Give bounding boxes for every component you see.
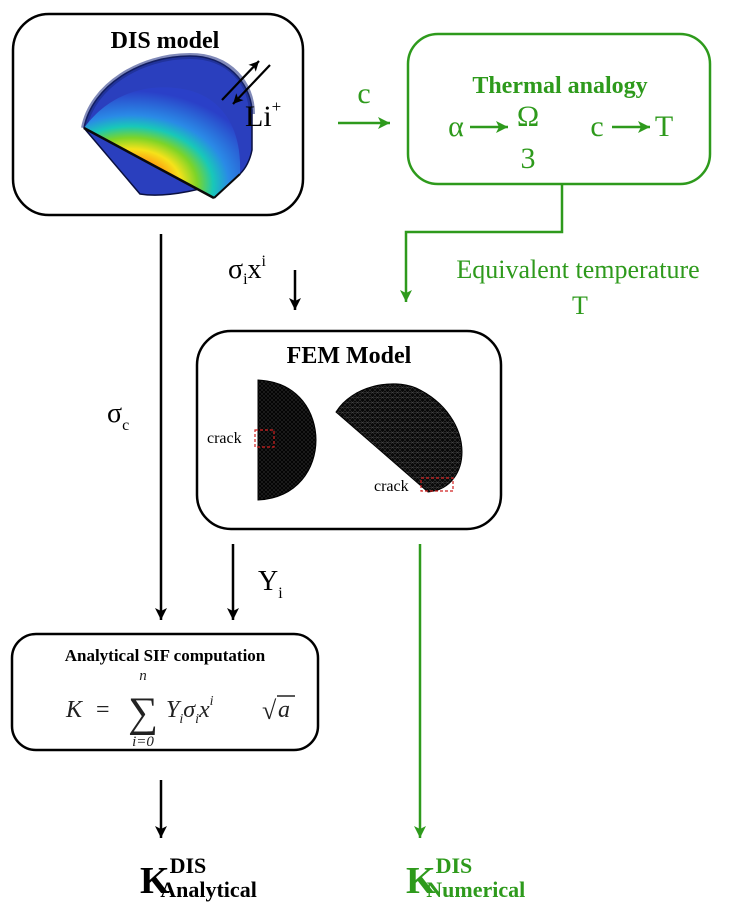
formula-sqrt: √: [262, 696, 277, 725]
sigma-c-sub: c: [122, 417, 129, 434]
equivalent-temperature-line1: Equivalent temperature: [456, 255, 699, 284]
y-i-label: Yi: [258, 566, 283, 602]
fem-model-title: FEM Model: [287, 343, 412, 369]
dis-model-title: DIS model: [111, 28, 220, 54]
alpha-symbol: α: [448, 110, 464, 143]
crack-label-left: crack: [207, 430, 242, 447]
formula-equals: =: [96, 697, 110, 723]
crack-marker-left: [254, 429, 275, 448]
formula-body: Yiσixi: [166, 694, 214, 727]
thermal-to-fem-connector: [400, 184, 564, 302]
t-symbol: T: [655, 110, 673, 143]
formula-a: a: [278, 697, 290, 723]
crack-label-right: crack: [374, 478, 409, 495]
fem-mesh-3d: [335, 383, 463, 493]
li-in-arrow: [232, 64, 271, 105]
omega-symbol: Ω: [517, 100, 539, 133]
sif-title: Analytical SIF computation: [65, 646, 266, 665]
c-label: c: [357, 77, 370, 110]
x-sup-i: i: [262, 253, 267, 270]
sigma-sub-i: i: [243, 271, 248, 288]
sif-formula: K = n ∑ i=0 Yiσixi √ a: [65, 668, 295, 750]
numerical-sub: Numerical: [426, 877, 525, 902]
li-ion-label: Li+: [245, 97, 281, 133]
omega-divisor: 3: [521, 142, 536, 175]
c-symbol: c: [590, 110, 603, 143]
li-out-arrow: [221, 60, 260, 101]
equivalent-temperature-line2: T: [572, 291, 588, 320]
formula-sum-upper: n: [139, 668, 147, 684]
sigma-i-x-i-label: σixi: [228, 253, 267, 288]
y-sub-i: i: [278, 585, 283, 602]
crack-marker-right: [420, 477, 454, 492]
formula-sum-lower: i=0: [132, 734, 154, 750]
thermal-analogy-title: Thermal analogy: [472, 73, 647, 99]
numerical-sup: DIS: [436, 853, 473, 878]
sigma-c-label: σc: [107, 398, 129, 434]
analytical-sup: DIS: [170, 853, 207, 878]
analytical-sub: Analytical: [160, 877, 257, 902]
formula-k: K: [65, 697, 84, 723]
fem-mesh-2d: [257, 379, 317, 501]
li-charge: +: [272, 97, 282, 116]
sif-box: [10, 632, 320, 752]
formula-sum-symbol: ∑: [128, 690, 158, 736]
thermal-analogy-box: [406, 32, 712, 186]
hemisphere-concentration-plot: [81, 52, 255, 200]
